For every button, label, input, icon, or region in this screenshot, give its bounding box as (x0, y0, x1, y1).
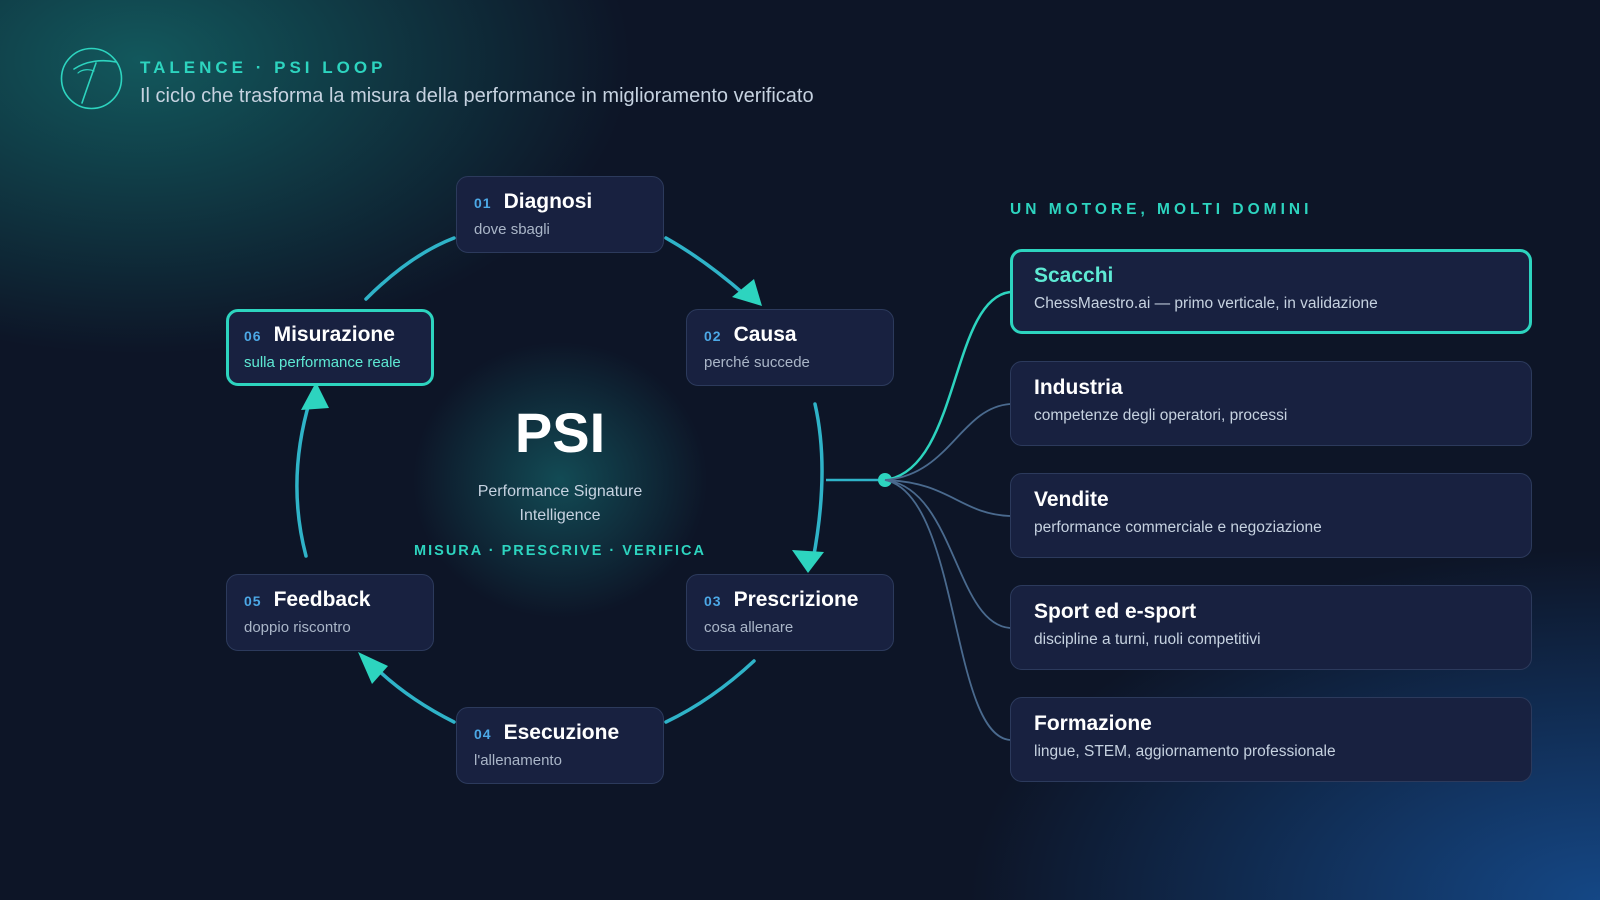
step-description: dove sbagli (474, 221, 550, 238)
domain-name: Scacchi (1034, 264, 1114, 287)
step-causa[interactable]: 02 Causa perché succede (686, 309, 894, 386)
fan-line-formazione (884, 479, 1011, 741)
step-name: Causa (733, 323, 797, 346)
step-description: cosa allenare (704, 619, 794, 636)
step-name: Prescrizione (733, 588, 859, 611)
domain-description: lingue, STEM, aggiornamento professional… (1034, 743, 1336, 760)
arc-prescrizione-esecuzione (664, 659, 756, 724)
step-description: l'allenamento (474, 752, 562, 769)
step-prescrizione[interactable]: 03 Prescrizione cosa allenare (686, 574, 894, 651)
domains-header: UN MOTORE, MOLTI DOMINI (1010, 201, 1313, 218)
step-number: 02 (704, 328, 722, 344)
talence-logo-icon (60, 47, 123, 110)
page-tagline: Il ciclo che trasforma la misura della p… (140, 85, 814, 107)
psi-title: PSI (514, 401, 606, 464)
step-esecuzione[interactable]: 04 Esecuzione l'allenamento (456, 707, 664, 784)
step-description: sulla performance reale (244, 354, 401, 371)
domain-name: Vendite (1034, 488, 1109, 511)
step-name: Esecuzione (503, 721, 620, 744)
domain-scacchi[interactable]: Scacchi ChessMaestro.ai — primo vertical… (1010, 249, 1532, 334)
domain-name: Industria (1034, 376, 1123, 399)
arrowhead-misurazione (301, 382, 329, 410)
domain-sport[interactable]: Sport ed e-sport discipline a turni, ruo… (1010, 585, 1532, 670)
domain-name: Sport ed e-sport (1034, 600, 1197, 623)
step-feedback[interactable]: 05 Feedback doppio riscontro (226, 574, 434, 651)
step-number: 01 (474, 195, 492, 211)
brand-title: TALENCE · PSI LOOP (140, 58, 387, 77)
psi-subtitle-line1: Performance Signature (477, 483, 643, 500)
step-description: perché succede (704, 354, 810, 371)
center-glow (400, 330, 720, 630)
step-number: 05 (244, 593, 262, 609)
step-diagnosi[interactable]: 01 Diagnosi dove sbagli (456, 176, 664, 253)
psi-motto: MISURA · PRESCRIVE · VERIFICA (414, 543, 706, 559)
step-description: doppio riscontro (244, 619, 351, 636)
arc-feedback-misurazione (295, 398, 312, 558)
step-number: 06 (244, 328, 262, 344)
domain-industria[interactable]: Industria competenze degli operatori, pr… (1010, 361, 1532, 446)
arc-esecuzione-feedback (376, 668, 456, 724)
step-misurazione[interactable]: 06 Misurazione sulla performance reale (226, 309, 434, 386)
fan-line-sport (884, 479, 1011, 629)
domain-description: performance commerciale e negoziazione (1034, 519, 1322, 536)
psi-subtitle-line2: Intelligence (519, 507, 601, 524)
arc-misurazione-diagnosi (364, 236, 456, 301)
step-name: Feedback (273, 588, 371, 611)
step-number: 04 (474, 726, 492, 742)
domain-name: Formazione (1034, 712, 1152, 735)
step-number: 03 (704, 593, 722, 609)
psi-subtitle: Performance Signature Intelligence (440, 480, 680, 528)
fan-line-industria (884, 403, 1011, 481)
arrowhead-causa (732, 279, 762, 306)
domain-description: competenze degli operatori, processi (1034, 407, 1288, 424)
fan-line-vendite (884, 479, 1011, 517)
arrowhead-prescrizione (792, 550, 824, 573)
domain-vendite[interactable]: Vendite performance commerciale e negozi… (1010, 473, 1532, 558)
arc-diagnosi-causa (664, 236, 747, 297)
step-name: Diagnosi (503, 190, 593, 213)
domain-description: ChessMaestro.ai — primo verticale, in va… (1034, 295, 1378, 312)
domain-formazione[interactable]: Formazione lingue, STEM, aggiornamento p… (1010, 697, 1532, 782)
arrowhead-feedback (358, 652, 388, 684)
step-name: Misurazione (273, 323, 395, 346)
arc-causa-prescrizione (811, 402, 824, 562)
fan-line-scacchi (884, 290, 1011, 482)
domain-description: discipline a turni, ruoli competitivi (1034, 631, 1261, 648)
